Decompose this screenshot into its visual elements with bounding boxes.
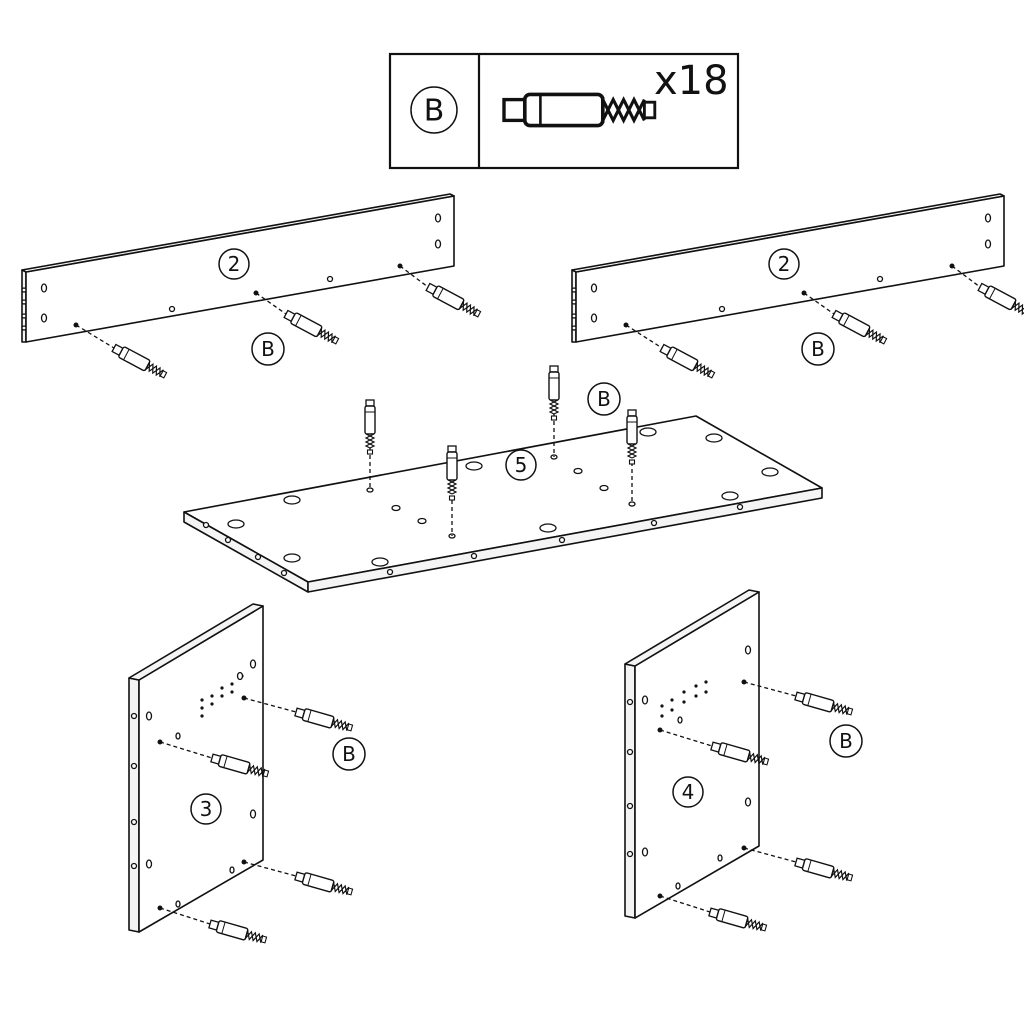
- shelf-pin-holes: [200, 674, 244, 718]
- panel-bottom-board: 5 B: [183, 365, 823, 593]
- side-edge-holes: [130, 712, 138, 870]
- cam-bolt-icon: [282, 308, 341, 348]
- bolt-letter-board: B: [597, 387, 611, 411]
- shelf-pin-holes: [660, 680, 708, 718]
- legend-letter-ring: [410, 86, 458, 134]
- parts-legend: B x18: [388, 52, 740, 170]
- cam-bolt-icon: [293, 869, 355, 899]
- cam-bolt-icon: [293, 705, 355, 735]
- cam-bolt-icon: [793, 855, 855, 885]
- panel-number-2-left: 2: [228, 252, 241, 276]
- board-edge-holes: [202, 503, 744, 577]
- bolt-letter-side-right: B: [839, 729, 853, 753]
- legend-quantity: x18: [654, 58, 729, 104]
- cam-bolt-icon: [424, 281, 483, 321]
- legend-part-letter: B: [424, 94, 445, 129]
- bolt-letter-rail-right: B: [811, 337, 825, 361]
- panel-rail-top-left: 2 B: [21, 193, 483, 382]
- panel-side-right: 4 B: [624, 589, 863, 935]
- side-edge-holes: [626, 698, 634, 858]
- rail-edge-holes: [21, 287, 27, 331]
- panel-side-left: 3 B: [128, 603, 366, 947]
- bolt-letter-side-left: B: [342, 742, 356, 766]
- cam-bolt-icon: [364, 399, 376, 455]
- panel-number-3: 3: [200, 797, 213, 821]
- cam-bolt-icon: [110, 342, 169, 382]
- bolt-letter-rail-left: B: [261, 337, 275, 361]
- panel-number-4: 4: [682, 780, 695, 804]
- panel-rail-top-right: 2 B: [571, 193, 1024, 382]
- cam-bolt-icon: [548, 365, 560, 421]
- cam-bolt-icon: [658, 342, 717, 382]
- cam-bolt-icon: [830, 308, 889, 348]
- cam-bolt-icon: [707, 905, 769, 935]
- cam-bolt-icon: [207, 917, 269, 947]
- panel-number-2-right: 2: [778, 252, 791, 276]
- cam-bolt-icon: [976, 281, 1024, 321]
- rail-edge-holes: [571, 287, 577, 331]
- cam-bolt-icon: [793, 689, 855, 719]
- panel-number-5: 5: [515, 453, 528, 477]
